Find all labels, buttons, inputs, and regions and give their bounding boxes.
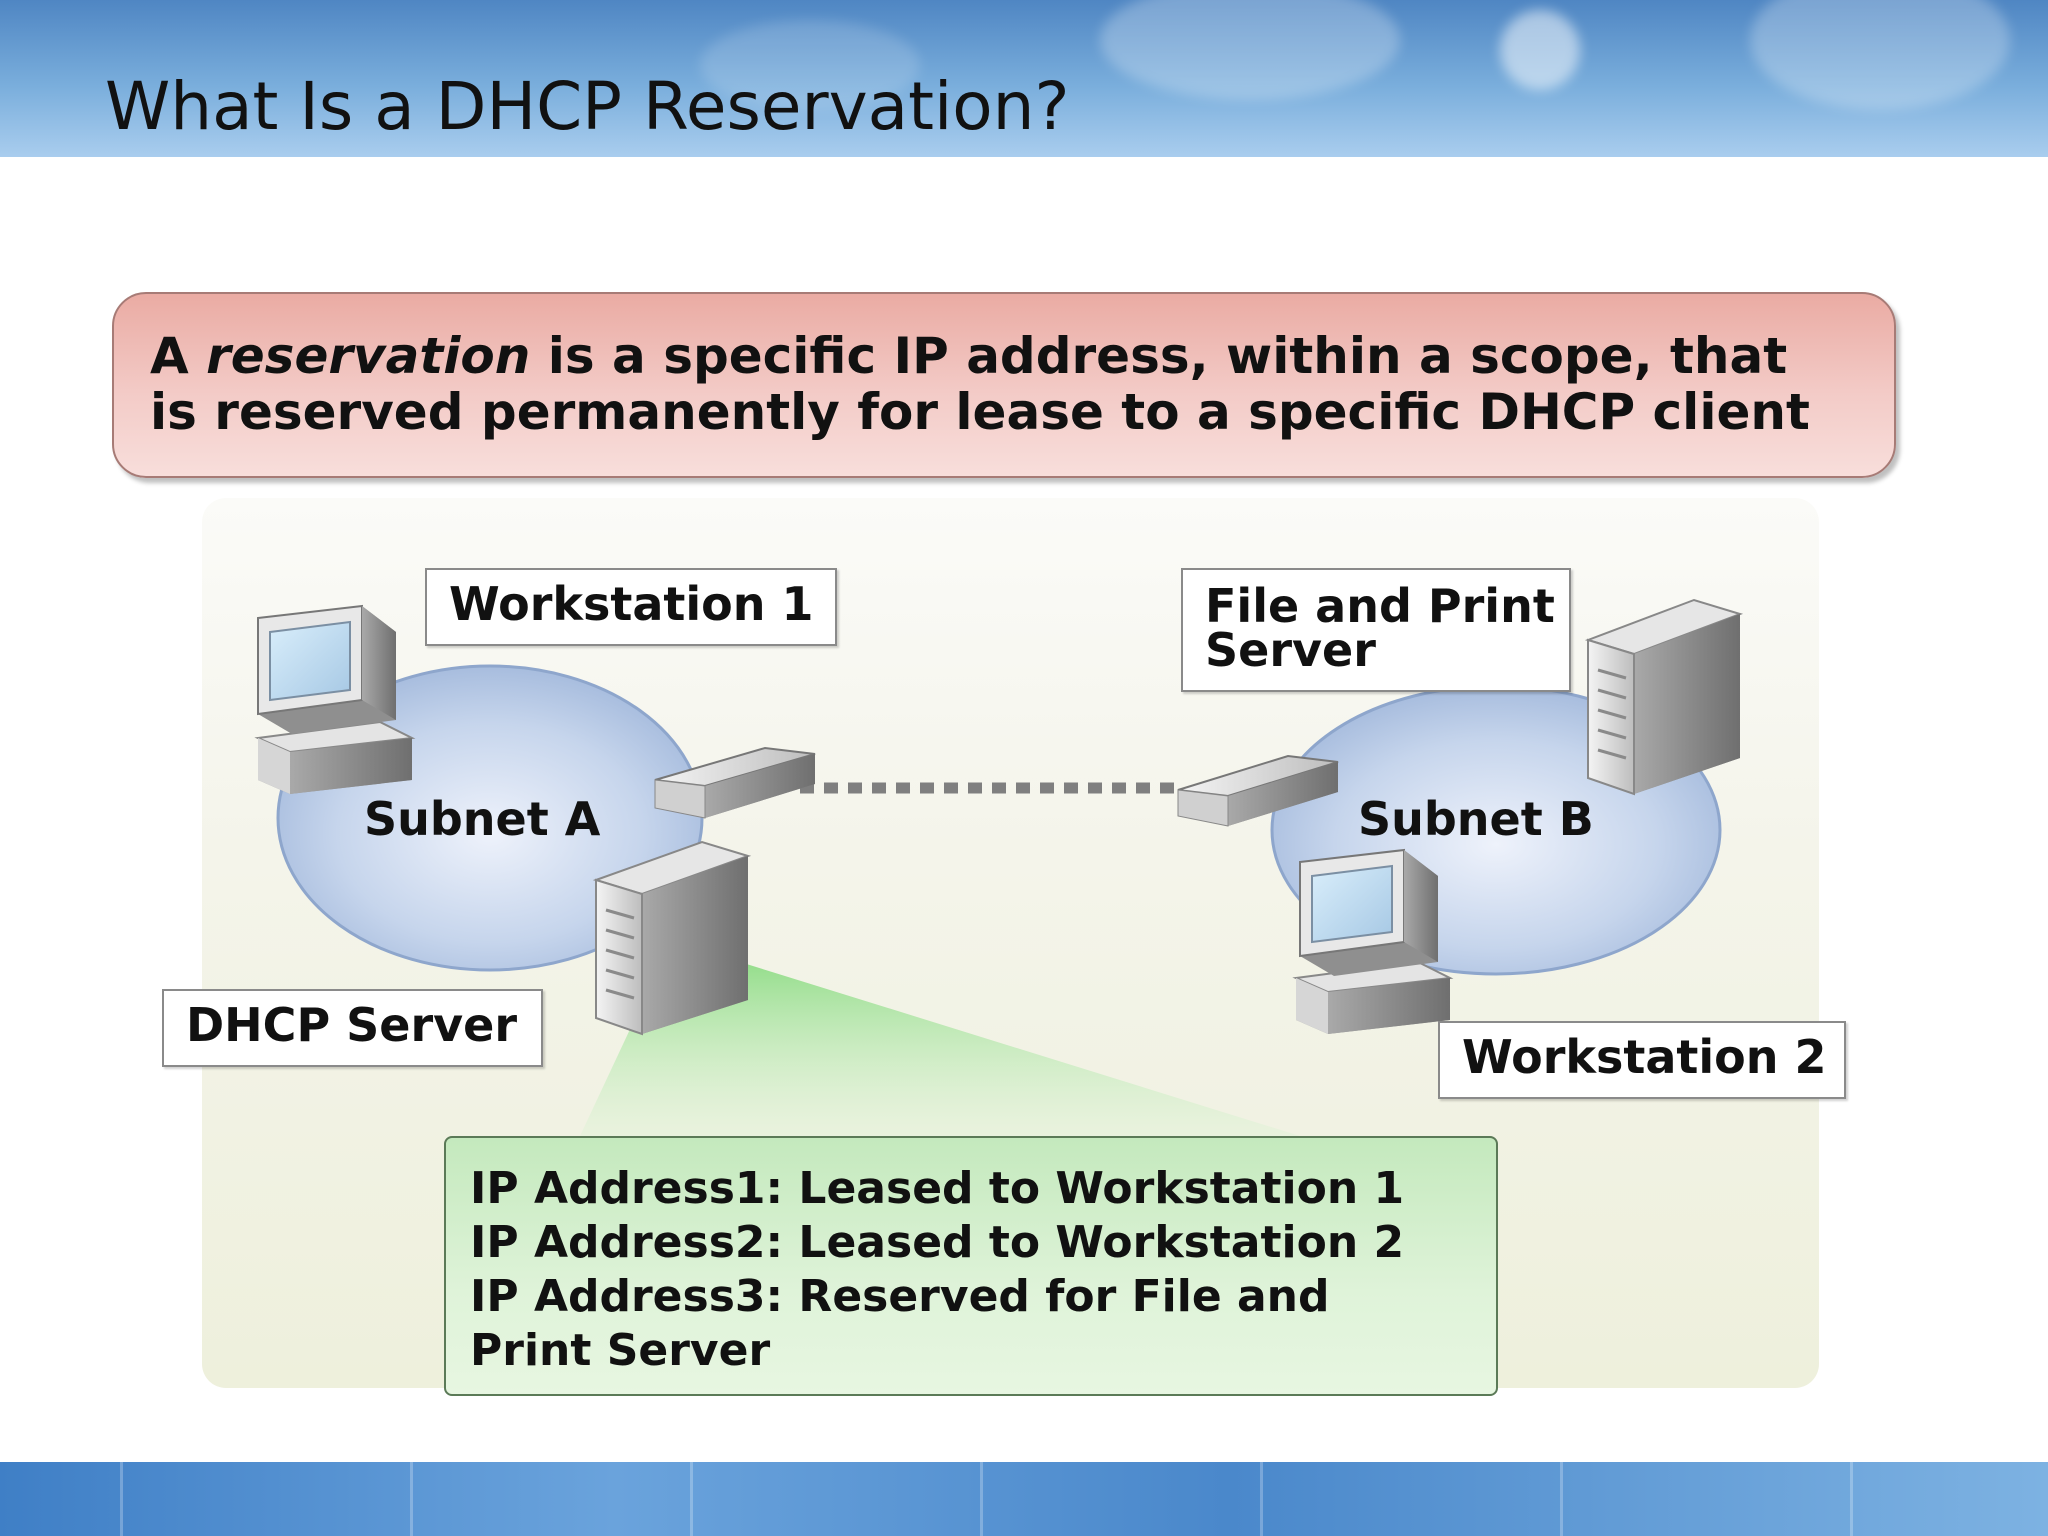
- definition-lead: A: [150, 327, 207, 385]
- workstation-2-icon: [1292, 848, 1454, 1034]
- lease-table: IP Address1: Leased to Workstation 1 IP …: [444, 1136, 1498, 1396]
- footer-background: [0, 1462, 2048, 1536]
- router-b-icon: [1177, 754, 1339, 827]
- file-print-server-text-line-1: File and Print: [1205, 579, 1555, 633]
- header-background: [0, 0, 2048, 157]
- file-print-server-icon: [1584, 598, 1744, 796]
- definition-line-1-rest: is a specific IP address, within a scope…: [530, 327, 1788, 385]
- workstation-1-label: Workstation 1: [425, 568, 837, 646]
- workstation-2-label: Workstation 2: [1438, 1021, 1846, 1099]
- lease-beam: [580, 962, 1300, 1136]
- dhcp-server-text: DHCP Server: [186, 998, 518, 1052]
- file-print-server-text-line-2: Server: [1205, 623, 1376, 677]
- definition-line-2: is reserved permanently for lease to a s…: [150, 383, 1810, 441]
- router-a-icon: [654, 746, 816, 819]
- lease-line-4: Print Server: [470, 1325, 771, 1376]
- lease-line-2: IP Address2: Leased to Workstation 2: [470, 1217, 1405, 1268]
- workstation-1-text: Workstation 1: [449, 577, 814, 631]
- lease-line-3: IP Address3: Reserved for File and: [470, 1271, 1330, 1322]
- workstation-2-text: Workstation 2: [1462, 1030, 1827, 1084]
- dhcp-server-icon: [592, 840, 752, 1036]
- file-print-server-label: File and Print Server: [1181, 568, 1571, 692]
- subnet-a-label: Subnet A: [364, 792, 601, 846]
- definition-line-1: A reservation is a specific IP address, …: [150, 328, 1858, 384]
- definition-callout: A reservation is a specific IP address, …: [112, 292, 1896, 478]
- definition-term: reservation: [206, 327, 531, 385]
- workstation-1-icon: [254, 604, 416, 794]
- lease-line-1: IP Address1: Leased to Workstation 1: [470, 1163, 1405, 1214]
- slide-title: What Is a DHCP Reservation?: [105, 68, 1070, 145]
- dhcp-server-label: DHCP Server: [162, 989, 543, 1067]
- subnet-b-label: Subnet B: [1358, 792, 1594, 846]
